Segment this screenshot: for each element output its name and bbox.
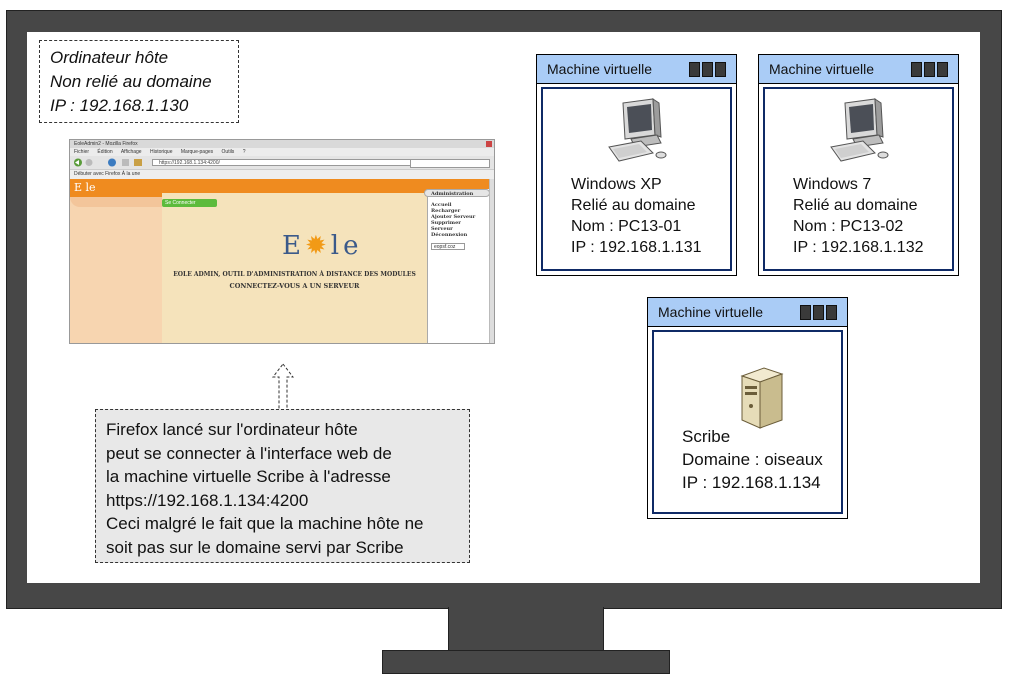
vm-name: Nom : PC13-02 (793, 218, 904, 235)
close-icon[interactable] (486, 141, 492, 147)
host-ip: IP : 192.168.1.130 (50, 96, 189, 115)
header-logo: E le (74, 181, 96, 194)
browser-search-field[interactable] (410, 159, 490, 168)
note-line: Firefox lancé sur l'ordinateur hôte (106, 420, 358, 439)
vm-title-bar: Machine virtuelle (537, 55, 736, 84)
window-controls-icon[interactable] (800, 305, 837, 320)
browser-title-bar: EoleAdmin2 - Mozilla Firefox (70, 140, 494, 148)
admin-menu-item[interactable]: Supprimer (431, 220, 461, 226)
vm-body: Windows 7 Relié au domaine Nom : PC13-02… (763, 87, 954, 271)
admin-menu-item[interactable]: Ajouter Serveur (431, 214, 476, 220)
note-line: peut se connecter à l'interface web de (106, 443, 392, 463)
page-main-panel (162, 193, 427, 343)
browser-nav-bar: https://192.168.1.134:4200/ (70, 156, 494, 170)
monitor-neck (448, 607, 604, 651)
vm-body: Windows XP Relié au domaine Nom : PC13-0… (541, 87, 732, 271)
vm-title-bar: Machine virtuelle (759, 55, 958, 84)
firefox-note: Firefox lancé sur l'ordinateur hôte peut… (95, 409, 470, 563)
admin-menu-item[interactable]: Recharger (431, 208, 461, 214)
note-line: soit pas sur le domaine servi par Scribe (106, 537, 404, 557)
vm-os: Scribe (682, 427, 731, 446)
vm-os: Windows 7 (793, 176, 872, 193)
vm-name: Nom : PC13-01 (571, 218, 682, 235)
admin-menu-item[interactable]: Accueil (431, 202, 452, 208)
host-name: Ordinateur hôte (50, 48, 169, 67)
desktop-computer-icon (830, 98, 889, 162)
firefox-window: EoleAdmin2 - Mozilla Firefox Fichier Édi… (69, 139, 495, 344)
vm-windows-xp: Machine virtuelle Windows XP Relié au do… (536, 54, 737, 276)
vm-title-bar: Machine virtuelle (648, 298, 847, 327)
page-heading: EOLE ADMIN, OUTIL D'ADMINISTRATION À DIS… (173, 271, 416, 278)
connect-button[interactable]: Se Connecter (162, 199, 217, 207)
vm-title: Machine virtuelle (658, 304, 764, 320)
browser-menu-bar: Fichier Édition Affichage Historique Mar… (70, 148, 494, 156)
vm-title: Machine virtuelle (769, 61, 875, 77)
page-left-curve (70, 197, 162, 207)
menu-item[interactable]: Historique (149, 149, 173, 155)
vm-ip: IP : 192.168.1.134 (682, 473, 821, 492)
menu-item[interactable]: Outils (221, 149, 235, 155)
admin-menu: Accueil Recharger Ajouter Serveur Suppri… (431, 202, 475, 238)
monitor-base (382, 650, 670, 674)
host-domain-status: Non relié au domaine (50, 72, 212, 91)
menu-item[interactable]: Marque-pages (180, 149, 214, 155)
eole-admin-page: E le Se Connecter E✹le EOLE ADMIN, OUTIL… (70, 179, 494, 343)
menu-item[interactable]: Affichage (120, 149, 142, 155)
vm-domain-status: Relié au domaine (793, 197, 918, 214)
page-header-band (70, 179, 494, 197)
note-line: https://192.168.1.134:4200 (106, 490, 309, 510)
window-controls-icon[interactable] (689, 62, 726, 77)
admin-menu-item[interactable]: Serveur (431, 226, 453, 232)
admin-sidebar-title[interactable]: Administration (424, 189, 490, 197)
desktop-computer-icon (608, 98, 667, 162)
browser-title: EoleAdmin2 - Mozilla Firefox (74, 141, 138, 147)
note-line: la machine virtuelle Scribe à l'adresse (106, 467, 391, 486)
browser-url-field[interactable]: https://192.168.1.134:4200/ (152, 159, 452, 166)
server-icon (740, 367, 784, 429)
admin-sidebar (427, 189, 490, 343)
vm-os: Windows XP (571, 176, 662, 193)
vm-domain: Domaine : oiseaux (682, 450, 823, 469)
page-subheading: CONNECTEZ-VOUS A UN SERVEUR (229, 282, 360, 290)
server-select[interactable]: eopsf.coz (431, 243, 465, 250)
admin-menu-item[interactable]: Déconnexion (431, 232, 468, 238)
arrow-up-icon (272, 363, 294, 411)
menu-item[interactable]: ? (242, 149, 246, 155)
host-note: Ordinateur hôte Non relié au domaine IP … (39, 40, 239, 123)
page-left-panel (70, 197, 162, 343)
vm-ip: IP : 192.168.1.132 (793, 239, 924, 256)
vm-windows-7: Machine virtuelle Windows 7 Relié au dom… (758, 54, 959, 276)
window-controls-icon[interactable] (911, 62, 948, 77)
eole-logo: E✹le (282, 231, 363, 261)
note-line: Ceci malgré le fait que la machine hôte … (106, 514, 424, 533)
page-scrollbar[interactable] (489, 179, 494, 343)
menu-item[interactable]: Fichier (74, 149, 90, 155)
vm-scribe: Machine virtuelle Scribe Domaine : oisea… (647, 297, 848, 519)
vm-ip: IP : 192.168.1.131 (571, 239, 702, 256)
vm-title: Machine virtuelle (547, 61, 653, 77)
vm-domain-status: Relié au domaine (571, 197, 696, 214)
menu-item[interactable]: Édition (97, 149, 113, 155)
nav-buttons-icon[interactable] (72, 156, 152, 169)
vm-body: Scribe Domaine : oiseaux IP : 192.168.1.… (652, 330, 843, 514)
